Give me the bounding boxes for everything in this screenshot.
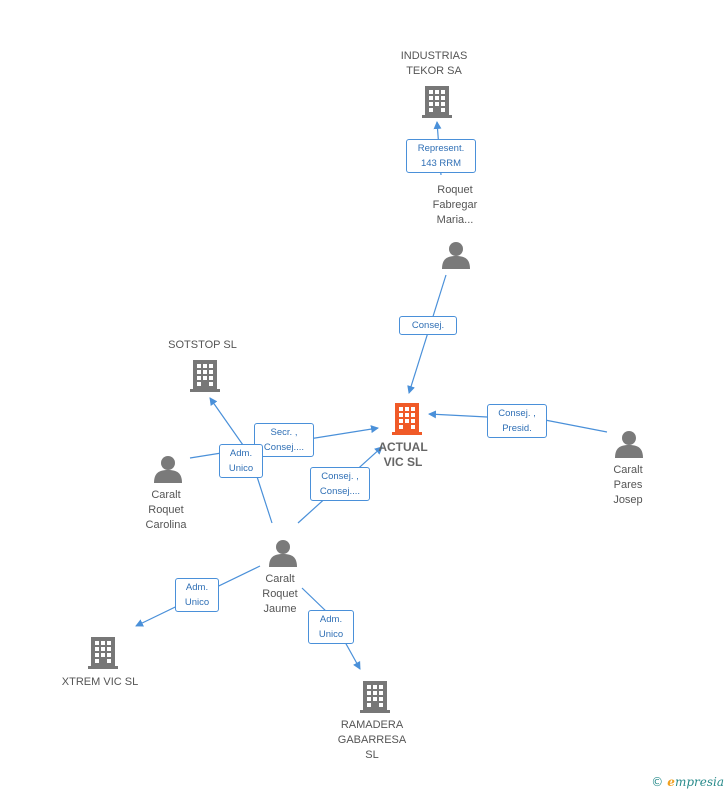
- brand-initial: e: [667, 775, 675, 789]
- person-label-roquet-fabregar[interactable]: Roquet Fabregar Maria...: [432, 184, 478, 226]
- person-icon: [269, 540, 297, 567]
- person-label-caralt-jaume[interactable]: Caralt Roquet Jaume: [262, 573, 298, 615]
- building-icon: [392, 403, 422, 435]
- person-icon: [442, 242, 470, 269]
- company-label-actual-vic[interactable]: ACTUAL VIC SL: [378, 440, 428, 469]
- building-icon: [190, 360, 220, 392]
- brand-watermark: ©empresia: [651, 775, 724, 789]
- company-label-industrias-tekor[interactable]: INDUSTRIAS TEKOR SA: [400, 50, 468, 77]
- person-icon: [154, 456, 182, 483]
- edge-label-secr-consej: Secr. , Consej....: [254, 423, 314, 457]
- edge-label-consej-consej: Consej. , Consej....: [310, 467, 370, 501]
- edge-label-represent: Represent. 143 RRM: [406, 139, 476, 173]
- edge-label-adm-unico: Adm. Unico: [219, 444, 263, 478]
- company-label-xtrem-vic[interactable]: XTREM VIC SL: [61, 676, 139, 688]
- copyright-icon: ©: [651, 775, 664, 789]
- person-label-caralt-pares[interactable]: Caralt Pares Josep: [613, 464, 643, 506]
- edge-label-adm-unico: Adm. Unico: [308, 610, 354, 644]
- brand-name: mpresia: [674, 775, 724, 789]
- building-icon: [422, 86, 452, 118]
- company-label-ramadera[interactable]: RAMADERA GABARRESA SL: [337, 719, 407, 761]
- building-icon: [88, 637, 118, 669]
- edge-label-consej: Consej.: [399, 316, 457, 335]
- person-label-caralt-carolina[interactable]: Caralt Roquet Carolina: [145, 489, 187, 531]
- company-label-sotstop[interactable]: SOTSTOP SL: [168, 339, 237, 351]
- person-icon: [615, 431, 643, 458]
- building-icon: [360, 681, 390, 713]
- edge-label-adm-unico: Adm. Unico: [175, 578, 219, 612]
- edge-label-consej-presid: Consej. , Presid.: [487, 404, 547, 438]
